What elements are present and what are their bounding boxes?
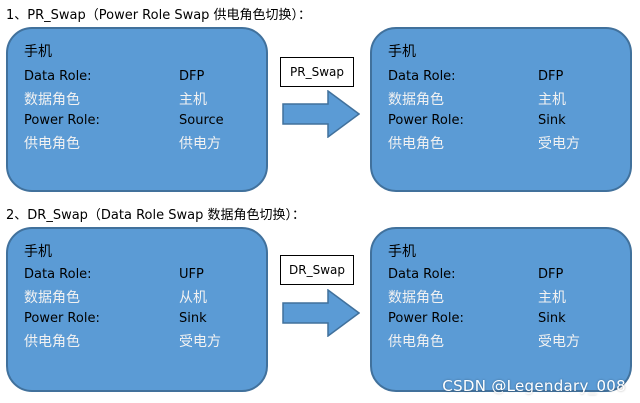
power-role-label: Power Role: [24, 311, 100, 326]
phone-title: 手机 [388, 244, 416, 260]
data-role-value: DFP [179, 69, 205, 84]
power-role-label: Power Role: [388, 311, 464, 326]
data-role-cn-label: 数据角色 [388, 290, 444, 306]
pr-swap-label: PR_Swap [290, 65, 344, 79]
power-role-cn-value: 受电方 [179, 334, 221, 350]
dr-before-phone-box: 手机 Data Role: UFP 数据角色 从机 Power Role: Si… [6, 227, 268, 392]
power-role-label: Power Role: [388, 113, 464, 128]
power-role-cn-value: 供电方 [179, 136, 221, 152]
dr-swap-label-box: DR_Swap [280, 255, 354, 285]
power-role-cn-value: 受电方 [538, 334, 580, 350]
data-role-value: DFP [538, 267, 564, 282]
power-role-cn-label: 供电角色 [24, 334, 80, 350]
dr-swap-arrow-icon [282, 289, 360, 337]
data-role-value: DFP [538, 69, 564, 84]
data-role-label: Data Role: [388, 267, 456, 282]
pr-swap-arrow-icon [282, 90, 360, 138]
pr-swap-heading: 1、PR_Swap（Power Role Swap 供电角色切换）： [6, 8, 312, 23]
power-role-cn-value: 受电方 [538, 136, 580, 152]
data-role-cn-label: 数据角色 [24, 92, 80, 108]
data-role-label: Data Role: [24, 267, 92, 282]
data-role-cn-value: 主机 [179, 92, 207, 108]
dr-swap-label: DR_Swap [289, 263, 345, 277]
data-role-cn-value: 主机 [538, 290, 566, 306]
power-role-cn-label: 供电角色 [388, 136, 444, 152]
pr-swap-label-box: PR_Swap [280, 57, 354, 87]
dr-swap-heading: 2、DR_Swap（Data Role Swap 数据角色切换）： [6, 208, 305, 223]
phone-title: 手机 [24, 244, 52, 260]
power-role-cn-label: 供电角色 [24, 136, 80, 152]
phone-title: 手机 [388, 44, 416, 60]
power-role-label: Power Role: [24, 113, 100, 128]
power-role-cn-label: 供电角色 [388, 334, 444, 350]
power-role-value: Sink [538, 311, 566, 326]
data-role-value: UFP [179, 267, 204, 282]
data-role-cn-label: 数据角色 [24, 290, 80, 306]
power-role-value: Sink [179, 311, 207, 326]
data-role-cn-label: 数据角色 [388, 92, 444, 108]
phone-title: 手机 [24, 44, 52, 60]
power-role-value: Source [179, 113, 224, 128]
data-role-cn-value: 从机 [179, 290, 207, 306]
data-role-label: Data Role: [24, 69, 92, 84]
data-role-label: Data Role: [388, 69, 456, 84]
csdn-watermark: CSDN @Legendary_008 [442, 377, 626, 395]
pr-after-phone-box: 手机 Data Role: DFP 数据角色 主机 Power Role: Si… [370, 27, 632, 192]
power-role-value: Sink [538, 113, 566, 128]
data-role-cn-value: 主机 [538, 92, 566, 108]
dr-after-phone-box: 手机 Data Role: DFP 数据角色 主机 Power Role: Si… [370, 227, 632, 392]
pr-before-phone-box: 手机 Data Role: DFP 数据角色 主机 Power Role: So… [6, 27, 268, 192]
